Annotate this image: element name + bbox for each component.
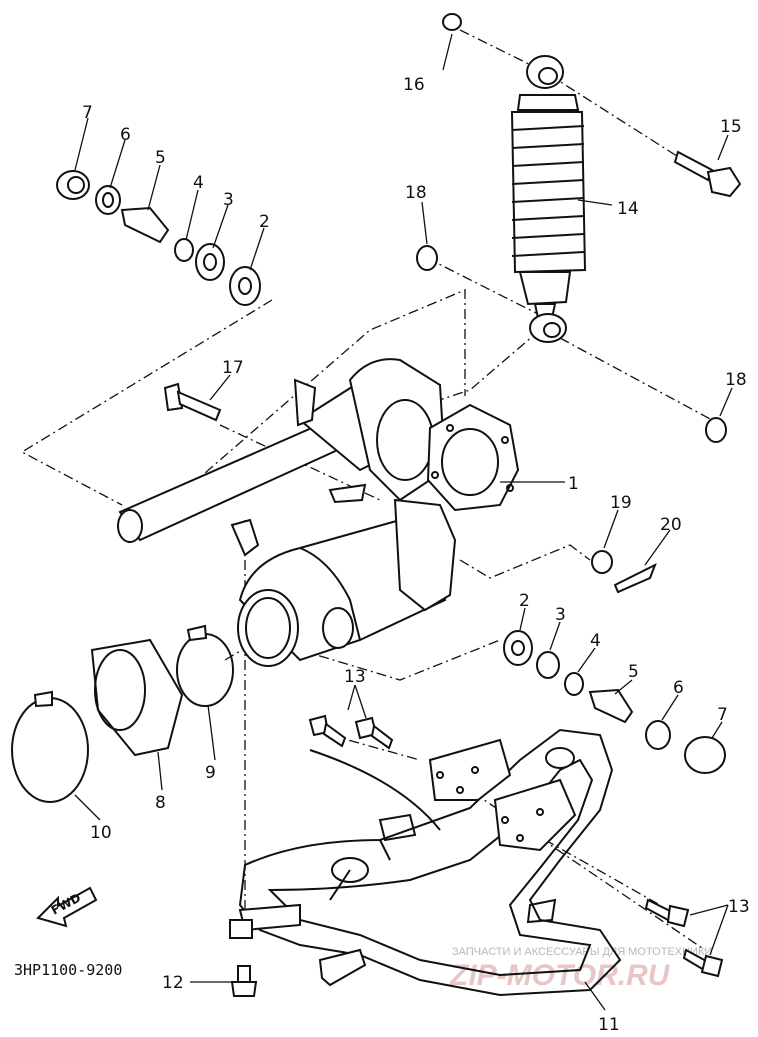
callout-6-upper: 6 bbox=[120, 125, 131, 145]
callout-3-lower: 3 bbox=[555, 605, 566, 625]
callout-5-upper: 5 bbox=[155, 148, 166, 168]
callout-5-lower: 5 bbox=[628, 662, 639, 682]
bolt-12 bbox=[230, 965, 258, 997]
callout-14: 14 bbox=[617, 199, 639, 219]
callout-19: 19 bbox=[610, 493, 632, 513]
callout-18-upper: 18 bbox=[405, 183, 427, 203]
washer-18-lower bbox=[705, 417, 727, 443]
callout-12: 12 bbox=[162, 973, 184, 993]
swingarm-body bbox=[117, 358, 520, 667]
bolts-13-upper bbox=[308, 714, 394, 750]
callout-8: 8 bbox=[155, 793, 166, 813]
clamp-10 bbox=[11, 690, 89, 803]
callout-11: 11 bbox=[598, 1015, 620, 1035]
callout-18-lower: 18 bbox=[725, 370, 747, 390]
callout-16: 16 bbox=[403, 75, 425, 95]
bearing-stack-upper bbox=[56, 170, 261, 306]
cotter-pin-20 bbox=[613, 562, 657, 594]
nut-16 bbox=[442, 13, 462, 31]
diagram-code: 3HP1100-9200 bbox=[14, 961, 122, 979]
callout-7-upper: 7 bbox=[82, 103, 93, 123]
watermark-logo: ZIP-MOTOR.RU bbox=[449, 959, 671, 992]
guard-11 bbox=[229, 728, 622, 997]
callout-6-lower: 6 bbox=[673, 678, 684, 698]
callout-numbers: 7 6 5 4 3 2 16 15 14 18 18 17 1 19 20 2 … bbox=[82, 75, 750, 1035]
rear-shock-absorber bbox=[510, 55, 587, 343]
washer-19 bbox=[591, 550, 613, 574]
boot-8 bbox=[90, 638, 184, 757]
bolt-15 bbox=[673, 150, 742, 198]
callout-7-lower: 7 bbox=[717, 705, 728, 725]
fwd-arrow-icon: FWD bbox=[36, 886, 98, 928]
callout-1: 1 bbox=[568, 474, 579, 494]
callout-4-lower: 4 bbox=[590, 631, 601, 651]
washer-18-upper bbox=[416, 245, 438, 271]
callout-13-upper: 13 bbox=[344, 667, 366, 687]
bearing-stack-lower bbox=[503, 630, 726, 774]
callout-2-upper: 2 bbox=[259, 212, 270, 232]
callout-20: 20 bbox=[660, 515, 682, 535]
callout-15: 15 bbox=[720, 117, 742, 137]
assembly-lines bbox=[20, 29, 713, 951]
callout-10: 10 bbox=[90, 823, 112, 843]
callout-3-upper: 3 bbox=[223, 190, 234, 210]
leader-lines bbox=[74, 33, 733, 1011]
callout-4-upper: 4 bbox=[193, 173, 204, 193]
callout-9: 9 bbox=[205, 763, 216, 783]
callout-17: 17 bbox=[222, 358, 244, 378]
clamp-9 bbox=[176, 624, 234, 707]
bolts-13-lower bbox=[644, 898, 724, 978]
callout-2-lower: 2 bbox=[519, 591, 530, 611]
callout-13-lower: 13 bbox=[728, 897, 750, 917]
watermark-caption: ЗАПЧАСТИ И АКСЕССУАРЫ ДЛЯ МОТОТЕХНИКИ bbox=[452, 946, 712, 958]
bolt-17 bbox=[163, 382, 222, 422]
